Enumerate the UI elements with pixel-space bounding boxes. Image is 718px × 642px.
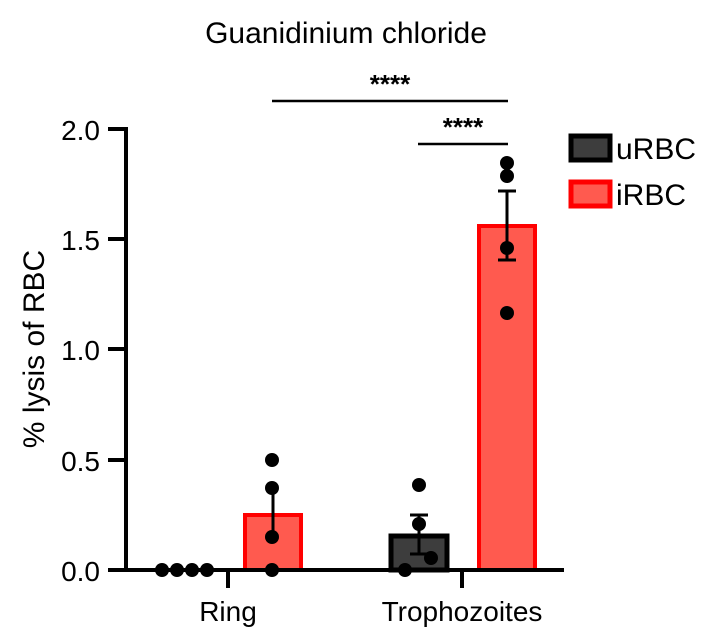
legend-label-irbc: iRBC [616, 179, 686, 212]
data-point [398, 563, 412, 577]
chart-title: Guanidinium chloride [205, 17, 487, 50]
data-point [155, 563, 169, 577]
data-point [265, 481, 279, 495]
data-point [412, 478, 426, 492]
legend-swatch-irbc [568, 179, 613, 209]
bar-trophozoites-irbc [477, 224, 537, 572]
y-axis [108, 127, 128, 572]
legend: uRBC iRBC [568, 133, 696, 212]
y-tick-label: 1.0 [61, 335, 100, 366]
significance-annotations: **** **** [272, 69, 508, 146]
data-point [265, 453, 279, 467]
data-point [170, 563, 184, 577]
significance-stars: **** [370, 69, 411, 99]
data-points [155, 156, 514, 577]
y-tick-labels: 2.0 1.5 1.0 0.5 0.0 [61, 115, 100, 587]
y-tick-label: 1.5 [61, 225, 100, 256]
significance-stars: **** [443, 112, 484, 142]
y-tick-label: 2.0 [61, 115, 100, 146]
y-tick-label: 0.5 [61, 446, 100, 477]
data-point [265, 563, 279, 577]
data-point [185, 563, 199, 577]
x-tick-label-ring: Ring [199, 596, 257, 627]
data-point [500, 306, 514, 320]
data-point [200, 563, 214, 577]
legend-swatch-urbc [568, 133, 613, 163]
data-point [500, 169, 514, 183]
legend-label-urbc: uRBC [616, 133, 696, 166]
data-point [500, 156, 514, 170]
x-tick-label-trophozoites: Trophozoites [382, 596, 543, 627]
data-point [500, 241, 514, 255]
data-point [265, 530, 279, 544]
data-point [412, 517, 426, 531]
bars [243, 224, 537, 573]
y-tick-label: 0.0 [61, 556, 100, 587]
y-axis-label: % lysis of RBC [18, 250, 51, 448]
x-tick-labels: Ring Trophozoites [199, 596, 542, 627]
data-point [424, 551, 438, 565]
